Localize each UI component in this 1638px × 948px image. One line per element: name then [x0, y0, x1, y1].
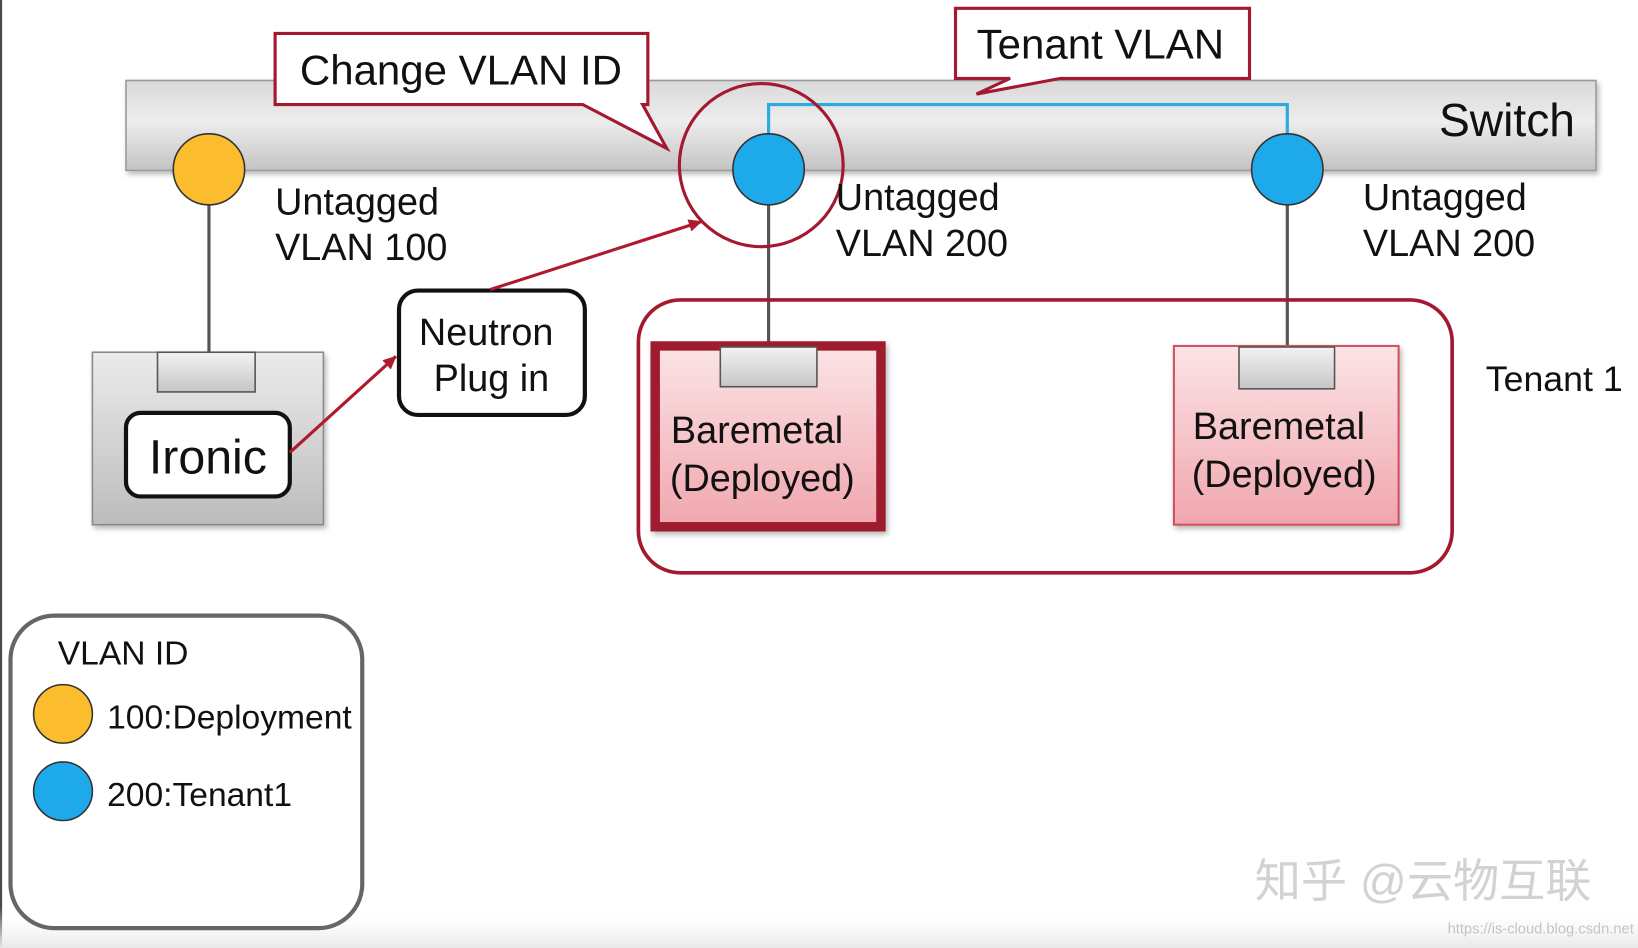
port-tenant-circle-2	[1250, 133, 1324, 206]
tenant-vlan-link	[767, 102, 1289, 136]
neutron-plugin-line2: Plug in	[434, 357, 550, 399]
port3-label-line2: VLAN 200	[1363, 222, 1535, 264]
change-vlan-id-text: Change VLAN ID	[300, 47, 622, 94]
neutron-plugin-line1: Neutron	[419, 311, 553, 353]
baremetal2-label-line2: (Deployed)	[1192, 453, 1377, 495]
port1-label: Untagged VLAN 100	[275, 180, 449, 268]
port-deployment-circle	[172, 133, 246, 206]
legend-tenant-label: 200:Tenant1	[107, 777, 292, 814]
baremetal1-label: Baremetal (Deployed)	[670, 409, 855, 499]
baremetal2-nic-connector	[1238, 346, 1336, 390]
tenant-vlan-text: Tenant VLAN	[977, 21, 1224, 68]
ironic-nic-connector	[156, 351, 256, 393]
baremetal1-label-line2: (Deployed)	[670, 457, 855, 499]
change-vlan-id-callout	[273, 31, 671, 153]
port1-label-line2: VLAN 100	[275, 226, 447, 268]
tenant-vlan-callout	[953, 6, 1252, 96]
legend-box	[8, 613, 365, 931]
port3-label: Untagged VLAN 200	[1363, 176, 1537, 264]
port2-label: Untagged VLAN 200	[836, 176, 1010, 264]
baremetal2-label-line1: Baremetal	[1193, 405, 1365, 447]
legend-title: VLAN ID	[58, 636, 189, 673]
legend-tenant-swatch	[32, 761, 94, 822]
switch-label: Switch	[1439, 94, 1575, 146]
port1-label-line1: Untagged	[275, 180, 439, 222]
neutron-plugin-label: Neutron Plug in	[419, 311, 564, 399]
tenant-group-label: Tenant 1	[1486, 359, 1623, 399]
baremetal1-nic-connector	[719, 346, 818, 388]
ironic-label: Ironic	[149, 431, 267, 485]
watermark-text: 知乎 @云物互联	[1255, 855, 1592, 907]
tenant-group-box	[636, 298, 1454, 575]
baremetal2-label: Baremetal (Deployed)	[1192, 405, 1377, 495]
port-highlight-ring	[677, 82, 845, 249]
ironic-label-box	[123, 410, 292, 499]
ironic-to-neutron-arrow	[288, 355, 397, 454]
baremetal1-label-line1: Baremetal	[671, 409, 843, 451]
port2-label-line2: VLAN 200	[836, 222, 1008, 264]
port3-label-line1: Untagged	[1363, 176, 1527, 218]
neutron-to-port-arrow	[489, 219, 703, 292]
port-tenant-circle-1	[732, 133, 806, 206]
legend-deployment-label: 100:Deployment	[107, 700, 352, 737]
legend-deployment-swatch	[32, 683, 94, 744]
port2-label-line1: Untagged	[836, 176, 1000, 218]
left-edge-line	[0, 0, 3, 948]
watermark-url: https://is-cloud.blog.csdn.net	[1448, 921, 1634, 937]
